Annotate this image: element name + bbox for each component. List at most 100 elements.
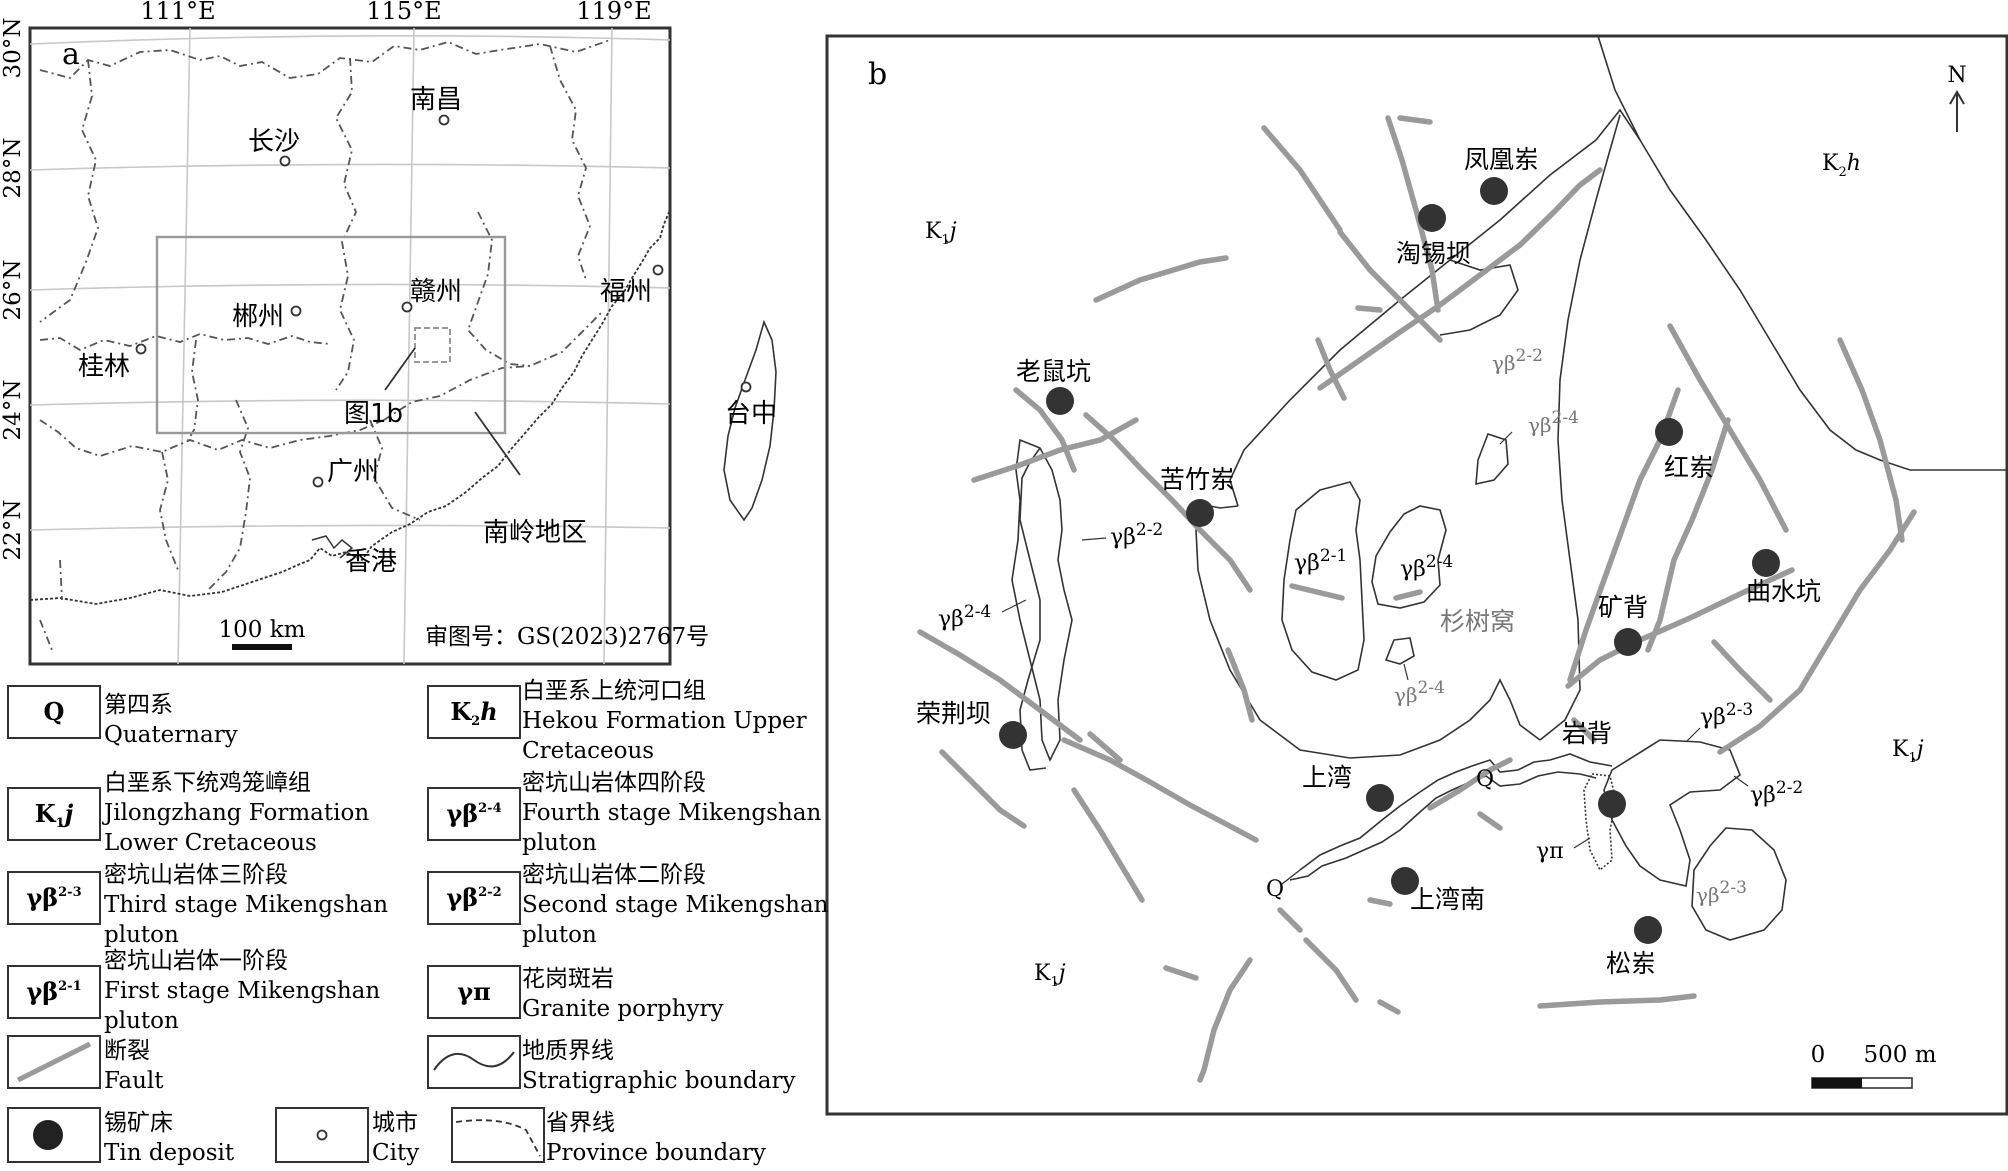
map-b-scale-label: 500 m — [1863, 1042, 1936, 1068]
legend-symbol-k1j: K1j — [35, 799, 74, 831]
legend: Q 第四系 Quaternary K2h 白垩系上统河口组 Hekou Form… — [7, 678, 829, 1166]
nanling-region-box — [155, 235, 507, 435]
legend-boundary-line — [433, 1051, 515, 1071]
legend-swatch-province — [451, 1107, 545, 1163]
tin-deposit-marker — [1480, 177, 1508, 205]
legend-symbol-q: Q — [44, 697, 65, 726]
fault — [1367, 897, 1393, 907]
panel-label-b: b — [868, 57, 887, 92]
body-west-gb22 — [1011, 438, 1073, 762]
body-gb24-central — [1371, 505, 1447, 609]
deposit-label: 老鼠坑 — [1016, 357, 1091, 386]
legend-en: Quaternary — [104, 722, 238, 748]
map-a-frame — [28, 26, 672, 666]
fault — [1083, 412, 1253, 593]
legend-en: pluton — [522, 922, 597, 948]
map-a-scale-label: 100 km — [219, 617, 306, 643]
tin-deposit-marker — [1046, 387, 1074, 415]
fault — [1163, 965, 1199, 981]
tin-deposit-marker — [999, 721, 1027, 749]
fault — [1711, 639, 1773, 703]
lat-label: 30°N — [0, 18, 26, 79]
fault — [1261, 125, 1343, 233]
city-marker — [740, 381, 752, 393]
legend-en: Jilongzhang Formation — [102, 800, 369, 826]
leader-line — [1081, 537, 1107, 541]
map-a-scale-bar — [232, 644, 292, 650]
fault — [1093, 255, 1229, 303]
body-granite-porphyry — [1583, 773, 1617, 872]
legend-en: Hekou Formation Upper — [522, 708, 807, 734]
unit-label-gb21: γβ2-1 — [1294, 546, 1347, 576]
north-label: N — [1947, 63, 1966, 88]
deposit-label: 矿背 — [1598, 593, 1648, 622]
fault — [1013, 387, 1077, 473]
legend-swatch-gb22 — [427, 871, 521, 925]
deposit-label: 上湾南 — [1410, 885, 1485, 914]
unit-label-gp: γπ — [1536, 839, 1564, 864]
pluton-boundary-east — [1539, 114, 1621, 741]
legend-swatch-q — [7, 685, 101, 739]
tin-deposit-marker — [1418, 204, 1446, 232]
legend-symbol-gb22: γβ2-2 — [446, 883, 501, 912]
city-label: 桂林 — [78, 352, 130, 382]
place-label: 杉树窝 — [1440, 607, 1515, 636]
fault — [1393, 589, 1423, 601]
legend-province-line — [455, 1119, 541, 1157]
fault — [1537, 993, 1697, 1009]
lon-label: 115°E — [366, 0, 441, 25]
fault — [1061, 737, 1259, 843]
tin-deposit-marker — [1614, 628, 1642, 656]
graticule — [29, 27, 671, 665]
leader-line — [1573, 837, 1591, 849]
pluton-boundary-inner-north — [1439, 259, 1519, 336]
unit-label-gb24: γβ2-4 — [1528, 408, 1579, 437]
tin-deposit-marker — [1634, 916, 1662, 944]
body-gb24-north — [1475, 432, 1509, 486]
fault — [1385, 115, 1441, 313]
unit-label-q: Q — [1476, 767, 1494, 792]
unit-label-k2h: K2h — [1822, 151, 1861, 180]
legend-tin-marker — [33, 1120, 63, 1150]
legend-en: Second stage Mikengshan — [522, 892, 829, 918]
leader-line — [1685, 727, 1701, 743]
legend-swatch-tin — [7, 1107, 101, 1163]
map-a: 111°E 115°E 119°E 30°N 28°N 26°N 24°N 22… — [0, 0, 777, 666]
legend-en: Granite porphyry — [522, 996, 724, 1022]
city-marker — [279, 155, 291, 167]
unit-label-gb24: γβ2-4 — [1400, 552, 1453, 582]
city-markers — [135, 114, 752, 488]
legend-fault-line — [16, 1041, 92, 1083]
body-west-gb24 — [1019, 447, 1047, 771]
fault — [1645, 417, 1731, 653]
unit-label-gb22: γβ2-2 — [1492, 346, 1543, 375]
legend-symbol-gb23: γβ2-3 — [26, 883, 81, 912]
coastline — [29, 209, 671, 605]
city-label: 广州 — [327, 457, 379, 487]
quaternary-river-b — [1289, 771, 1597, 881]
city-marker — [652, 264, 664, 276]
legend-swatch-city — [275, 1107, 369, 1163]
pearl-river-coast — [311, 535, 354, 559]
legend-symbol-gp: γπ — [457, 977, 490, 1006]
legend-swatch-k1j — [7, 787, 101, 841]
unit-label-gb22: γβ2-2 — [1750, 778, 1803, 808]
approval-number: 审图号：GS(2023)2767号 — [425, 624, 709, 650]
legend-en: Fourth stage Mikengshan — [522, 800, 821, 826]
tin-deposits — [999, 177, 1780, 944]
tin-deposit-marker — [1752, 549, 1780, 577]
unit-label-k1j: K1j — [1034, 961, 1066, 990]
leader-line — [1281, 869, 1301, 885]
fault — [1197, 957, 1253, 1083]
stratigraphic-boundaries — [1011, 35, 2006, 941]
fault — [1303, 937, 1359, 1003]
legend-symbol-gb21: γβ2-1 — [26, 977, 81, 1006]
lat-label: 26°N — [0, 260, 26, 321]
fault — [1427, 757, 1513, 811]
legend-en: Tin deposit — [104, 1140, 235, 1166]
legend-cn: 锡矿床 — [104, 1110, 173, 1136]
city-label: 郴州 — [232, 302, 284, 332]
inset-leader — [384, 347, 416, 391]
fault — [1571, 717, 1597, 743]
